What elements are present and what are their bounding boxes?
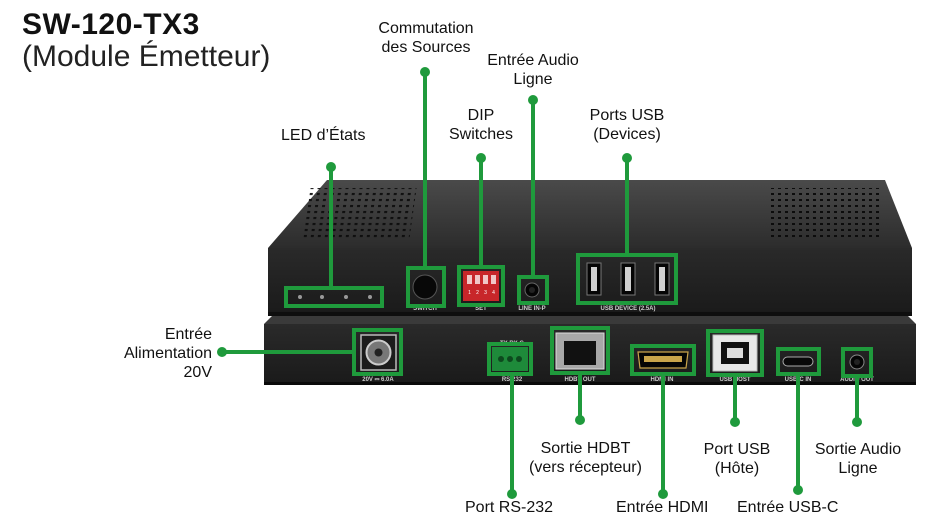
callout-hdmi-label: Entrée HDMI [616, 499, 709, 516]
box-leds [284, 286, 384, 308]
led-2 [320, 295, 324, 299]
page-subtitle: (Module Émetteur) [22, 40, 271, 73]
usbc-port [782, 356, 814, 367]
vent-grille-right [770, 188, 880, 240]
usb-device-device-label: USB DEVICE (2.5A) [600, 306, 655, 312]
callout-hdbt-label: Sortie HDBT(vers récepteur) [529, 440, 642, 476]
page-title: SW-120-TX3 [22, 8, 200, 41]
upper-unit-base [268, 312, 912, 316]
callout-led-label: LED d’États [281, 127, 366, 144]
led-4 [368, 295, 372, 299]
switch-device-label: SWITCH [413, 306, 437, 312]
power-device-label: 20V ⎓ 6.0A [362, 377, 394, 383]
svg-text:4: 4 [492, 290, 495, 296]
dip-switch-digits: 1 2 3 4 [468, 290, 495, 296]
lower-unit-top [264, 316, 916, 324]
callout-dots [217, 67, 862, 499]
callout-lines [222, 72, 873, 494]
lower-unit-base [264, 382, 916, 385]
svg-text:1: 1 [468, 290, 471, 296]
callout-usb-host-label: Port USB(Hôte) [703, 441, 771, 477]
svg-text:3: 3 [484, 290, 487, 296]
led-1 [298, 295, 302, 299]
led-3 [344, 295, 348, 299]
source-switch-button [412, 274, 438, 300]
status-leds [298, 295, 372, 299]
usb-device-ports [586, 262, 670, 296]
callout-usb-devices-label: Ports USB(Devices) [589, 107, 665, 143]
callout-rs232-label: Port RS-232 [465, 499, 554, 516]
callout-usbc-label: Entrée USB-C [737, 499, 839, 516]
upper-unit-top [268, 180, 912, 248]
set-device-label: SET [475, 306, 487, 312]
dip-switch-levers [467, 275, 496, 284]
line-in-device-label: LINE IN-P [518, 306, 545, 312]
vent-grille-left [301, 188, 417, 240]
svg-text:2: 2 [476, 290, 479, 296]
